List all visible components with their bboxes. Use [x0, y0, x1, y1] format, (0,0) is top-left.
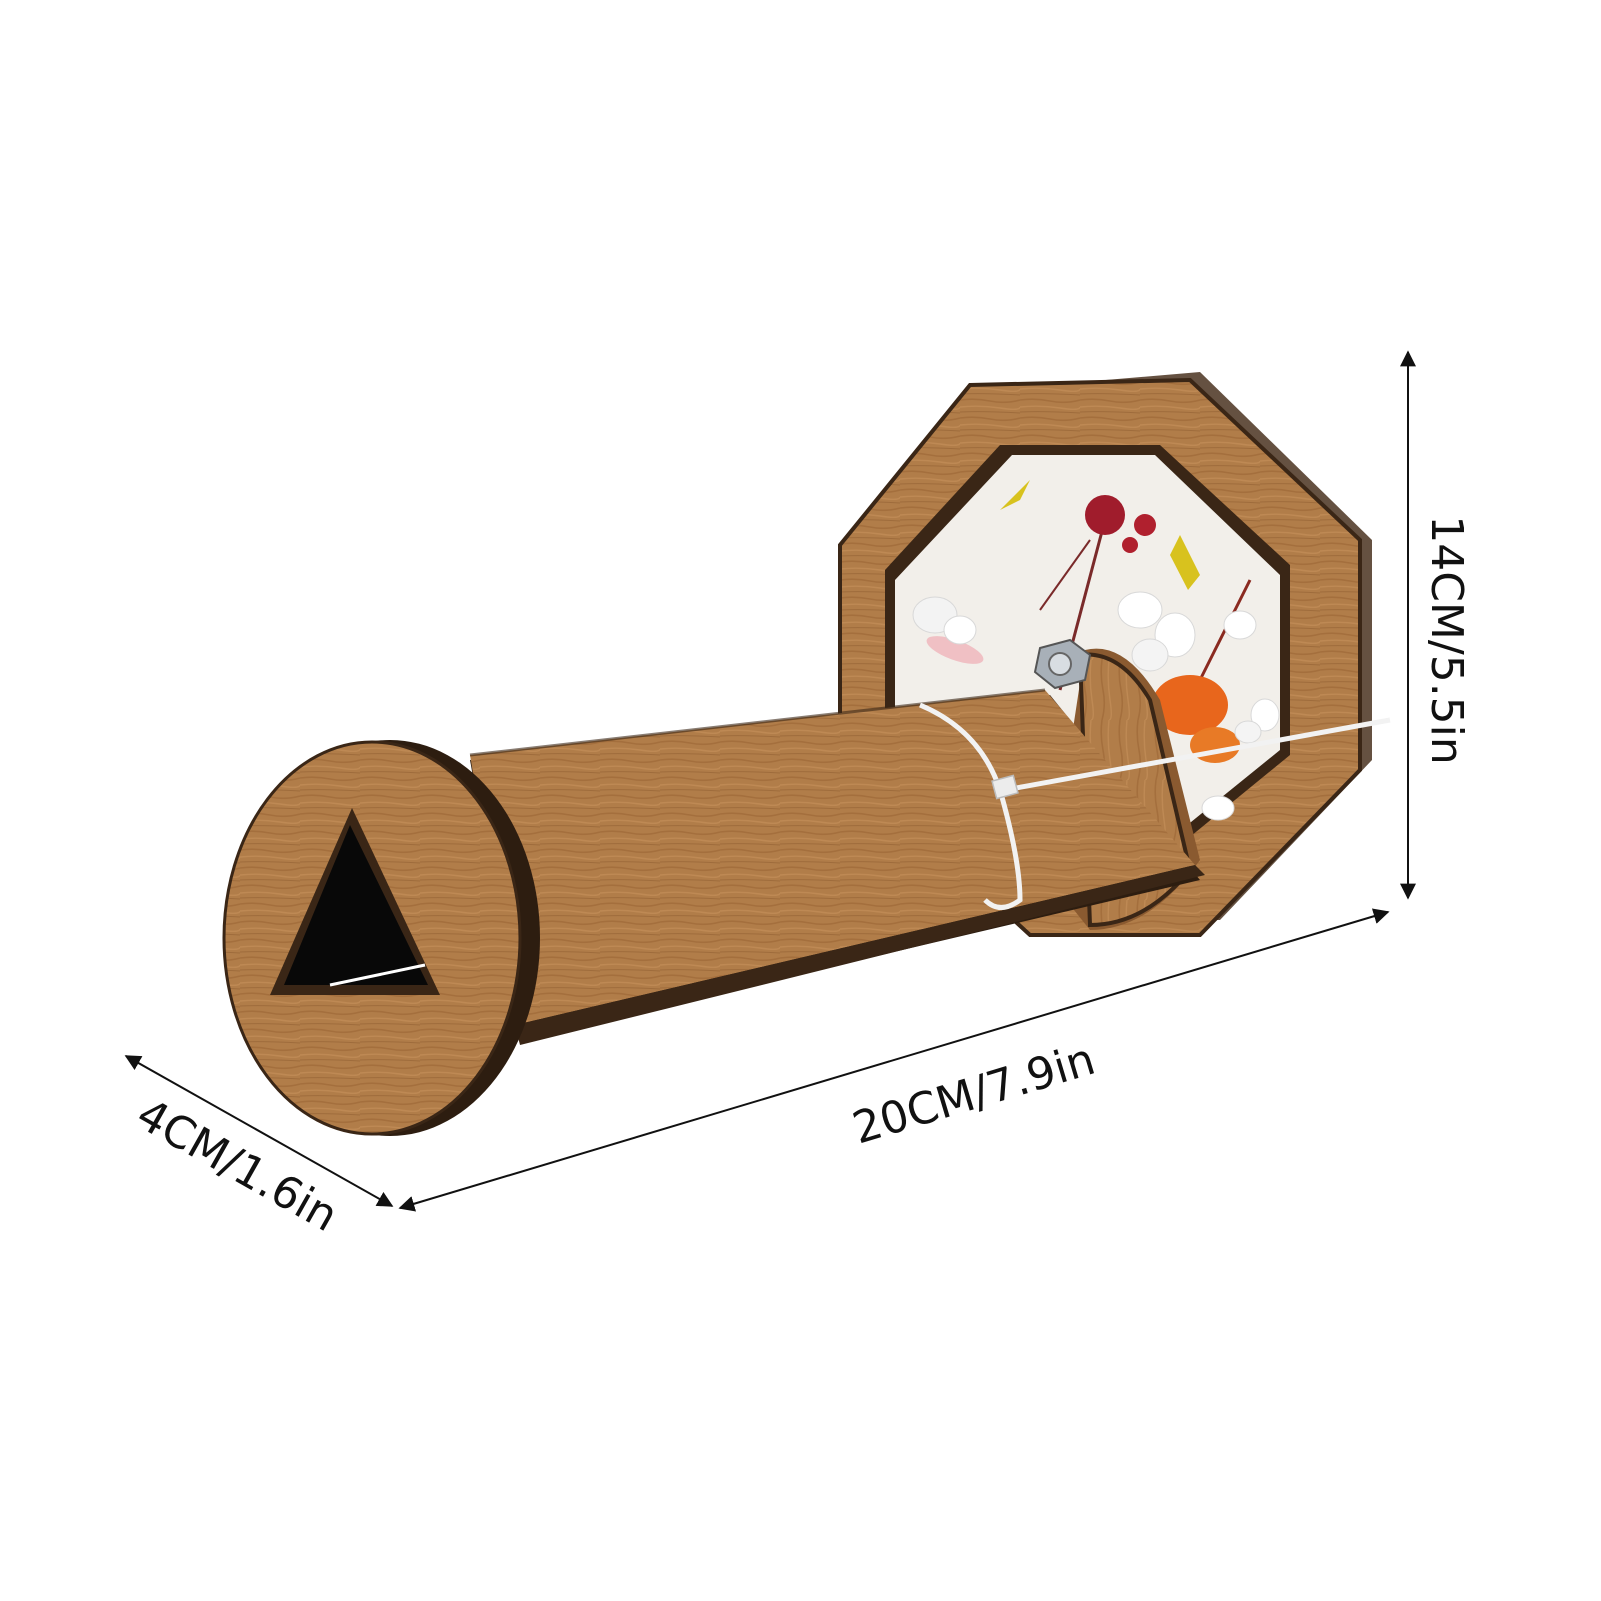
- length-label: 20CM/7.9in: [847, 1034, 1101, 1155]
- eyepiece-cap: [222, 740, 540, 1136]
- bolt-icon: [1033, 638, 1092, 690]
- height-label: 14CM/5.5in: [1421, 515, 1472, 765]
- height-dimension: 14CM/5.5in: [1400, 350, 1472, 900]
- zip-tie: [919, 702, 1391, 910]
- dried-flowers: [912, 480, 1280, 821]
